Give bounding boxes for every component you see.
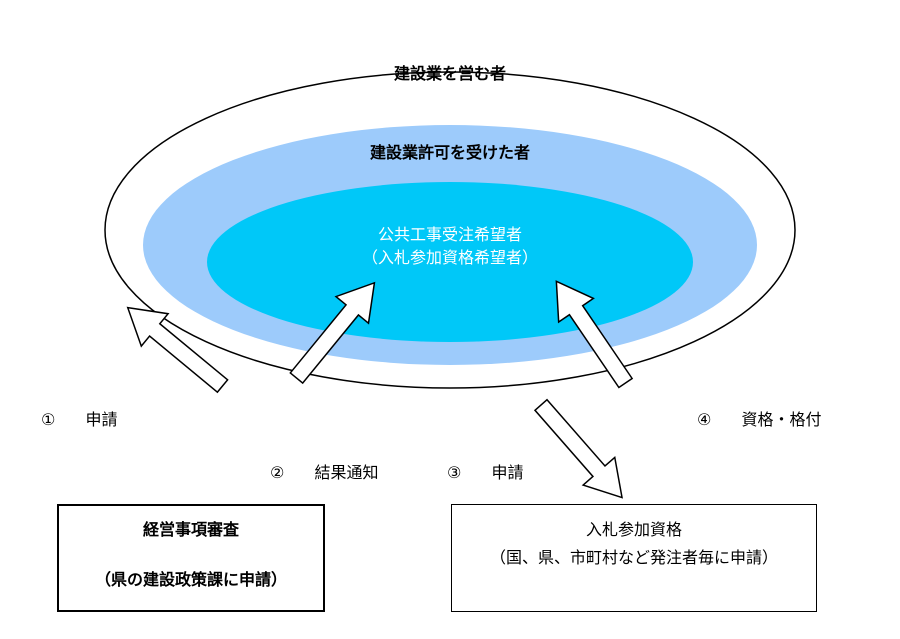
step-2-label: ② 結果通知	[270, 465, 379, 481]
step-3-text: 申請	[491, 463, 524, 482]
management-review-subtitle: （県の建設政策課に申請）	[94, 570, 287, 589]
step-1-label: ① 申請	[41, 412, 118, 428]
step-4-number: ④	[697, 410, 712, 429]
bid-qualification-title: 入札参加資格	[585, 520, 682, 539]
management-review-box: 経営事項審査 （県の建設政策課に申請）	[57, 504, 325, 612]
step-2-number: ②	[270, 463, 285, 482]
step-4-text: 資格・格付	[741, 410, 822, 429]
step-3-label: ③ 申請	[447, 465, 524, 481]
step-1-number: ①	[41, 410, 56, 429]
arrow-4-rating	[555, 280, 634, 389]
bid-qualification-subtitle: （国、県、市町村など発注者毎に申請）	[489, 548, 778, 567]
middle-ellipse-label: 建設業許可を受けた者	[369, 143, 531, 162]
step-3-number: ③	[447, 463, 462, 482]
management-review-title: 経営事項審査	[142, 520, 239, 539]
arrow-2-result	[289, 281, 376, 385]
bid-qualification-box: 入札参加資格 （国、県、市町村など発注者毎に申請）	[451, 504, 817, 612]
inner-ellipse-label-line1: 公共工事受注希望者	[377, 225, 523, 244]
step-1-text: 申請	[85, 410, 118, 429]
outer-ellipse-label: 建設業を営む者	[393, 64, 507, 83]
arrow-1-application	[126, 306, 229, 394]
arrow-3-application	[533, 398, 623, 499]
step-2-text: 結果通知	[314, 463, 379, 482]
inner-ellipse-label-line2: （入札参加資格希望者）	[361, 248, 539, 267]
step-4-label: ④ 資格・格付	[697, 412, 822, 428]
